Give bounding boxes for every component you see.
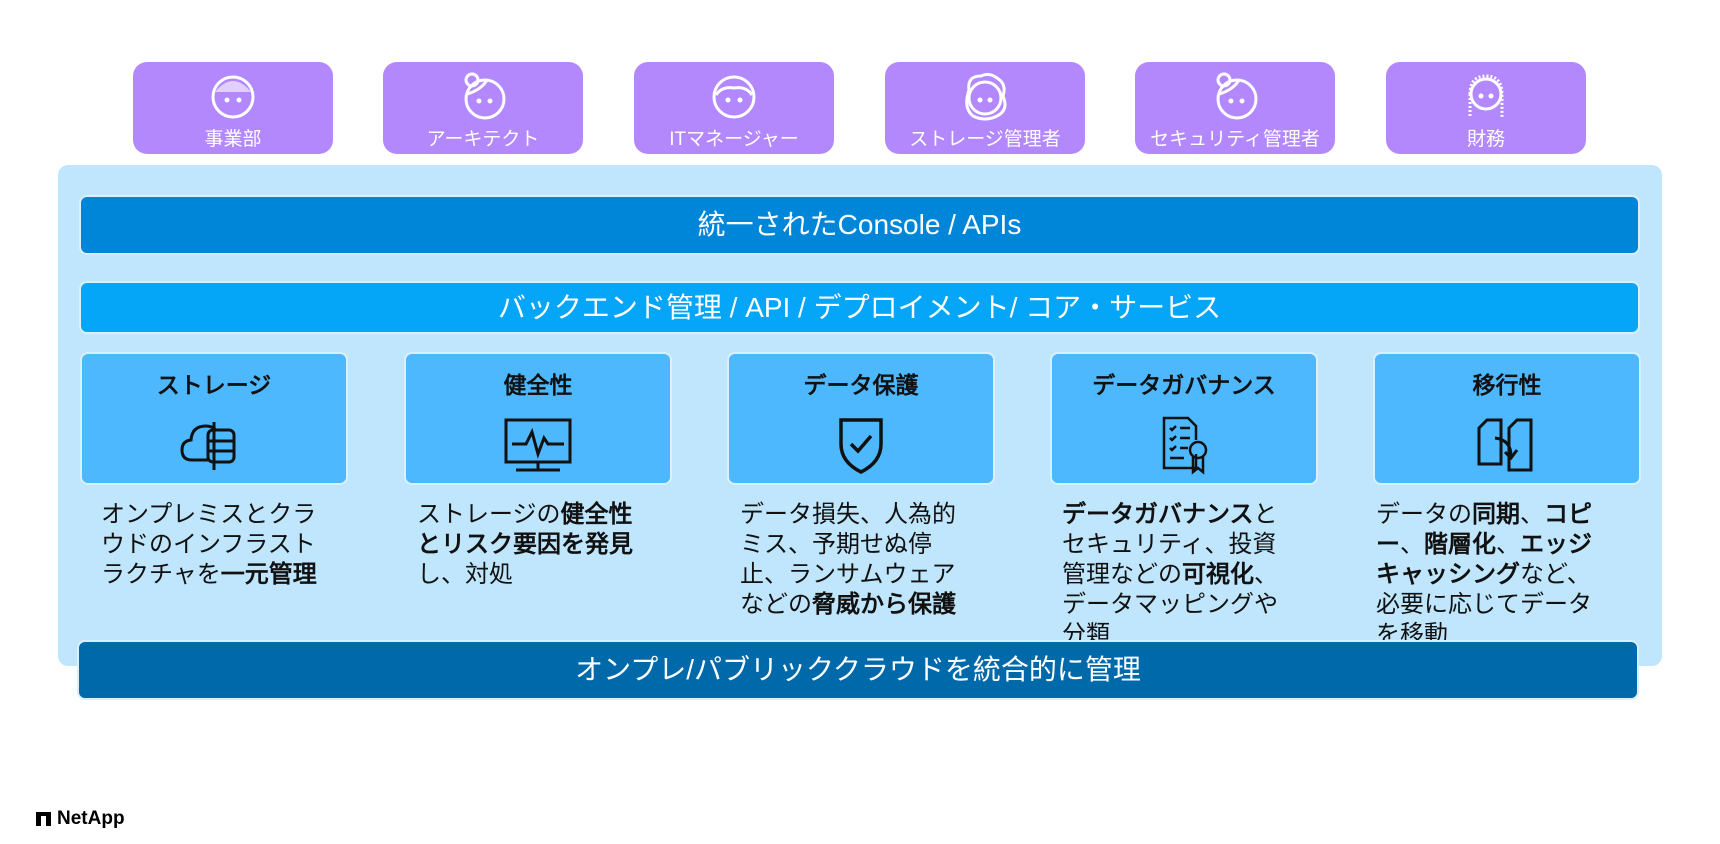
cloud-storage-icon [180, 422, 236, 470]
persona-it-manager: ITマネージャー [634, 62, 834, 154]
persona-label: アーキテクト [426, 129, 540, 150]
persona-finance: 財務 [1386, 62, 1586, 154]
desc-highlight: 可視化 [1182, 561, 1254, 588]
desc-highlight: コピー [1376, 501, 1592, 558]
hybrid-cloud-management-bar: オンプレ/パブリッククラウドを統合的に管理 [77, 640, 1639, 700]
desc-highlight: 一元管理 [220, 561, 317, 588]
card-title: ストレージ [156, 372, 272, 398]
desc-text: データ損失、人為的ミス、予期せぬ停止、ランサムウェアなどの [740, 501, 956, 618]
desc-health: ストレージの健全性とリスク要因を発見し、対処 [417, 500, 649, 590]
desc-data-protection: データ損失、人為的ミス、予期せぬ停止、ランサムウェアなどの脅威から保護 [740, 500, 972, 620]
desc-text: オンプレミスとクラウドのインフラストラクチャを [101, 501, 317, 588]
desc-data-governance: データガバナンスとセキュリティ、投資管理などの可視化、データマッピングや分類 [1062, 500, 1294, 650]
netapp-logo-mark-icon [36, 812, 51, 826]
desc-highlight: 脅威から保護 [812, 591, 956, 618]
desc-storage: オンプレミスとクラウドのインフラストラクチャを一元管理 [101, 500, 333, 590]
person-bun-icon [1216, 72, 1258, 120]
card-title: データ保護 [803, 372, 919, 398]
desc-highlight: 階層化 [1424, 531, 1496, 558]
card-data-protection: データ保護 [727, 352, 995, 485]
desc-text: とセキュリティ、投資管理などの [1062, 501, 1278, 588]
persona-security-admin: セキュリティ管理者 [1135, 62, 1335, 154]
desc-text: データの [1376, 501, 1472, 528]
logo-text: NetApp [57, 808, 125, 829]
persona-label: 財務 [1466, 129, 1505, 150]
person-short-hair-icon [211, 75, 255, 119]
shield-check-icon [839, 418, 883, 474]
desc-mobility: データの同期、コピー、階層化、エッジキャッシングなど、必要に応じてデータを移動 [1376, 500, 1608, 650]
person-long-hair-icon [1468, 74, 1504, 118]
person-parted-hair-icon [712, 75, 756, 119]
certificate-checklist-icon [1162, 416, 1208, 475]
document-transfer-icon [1477, 418, 1533, 472]
card-storage: ストレージ [80, 352, 348, 485]
persona-label: セキュリティ管理者 [1150, 129, 1320, 150]
card-health: 健全性 [404, 352, 672, 485]
desc-text: 、 [1496, 531, 1520, 558]
health-monitor-icon [504, 418, 572, 472]
desc-highlight: 同期 [1472, 501, 1520, 528]
persona-business: 事業部 [133, 62, 333, 154]
persona-architect: アーキテクト [383, 62, 583, 154]
desc-highlight: エッジキャッシング [1376, 531, 1592, 588]
card-title: 健全性 [503, 372, 573, 398]
backend-services-bar: バックエンド管理 / API / デプロイメント/ コア・サービス [79, 281, 1640, 334]
person-bun-icon [464, 72, 506, 120]
card-mobility: 移行性 [1373, 352, 1641, 485]
netapp-logo: NetApp [36, 808, 125, 830]
card-data-governance: データガバナンス [1050, 352, 1318, 485]
persona-label: ITマネージャー [669, 129, 799, 150]
persona-label: ストレージ管理者 [909, 129, 1061, 150]
desc-text: し、対処 [417, 561, 513, 588]
desc-highlight: 健全性とリスク要因を発見 [417, 501, 633, 558]
card-title: 移行性 [1472, 372, 1542, 398]
unified-console-bar: 統一されたConsole / APIs [79, 195, 1640, 255]
card-title: データガバナンス [1092, 372, 1276, 398]
person-curly-hair-icon [965, 72, 1007, 121]
persona-label: 事業部 [204, 129, 262, 150]
desc-text: 、 [1400, 531, 1424, 558]
persona-storage-admin: ストレージ管理者 [885, 62, 1085, 154]
desc-highlight: データガバナンス [1062, 501, 1254, 528]
desc-text: ストレージの [417, 501, 561, 528]
desc-text: 、 [1520, 501, 1544, 528]
